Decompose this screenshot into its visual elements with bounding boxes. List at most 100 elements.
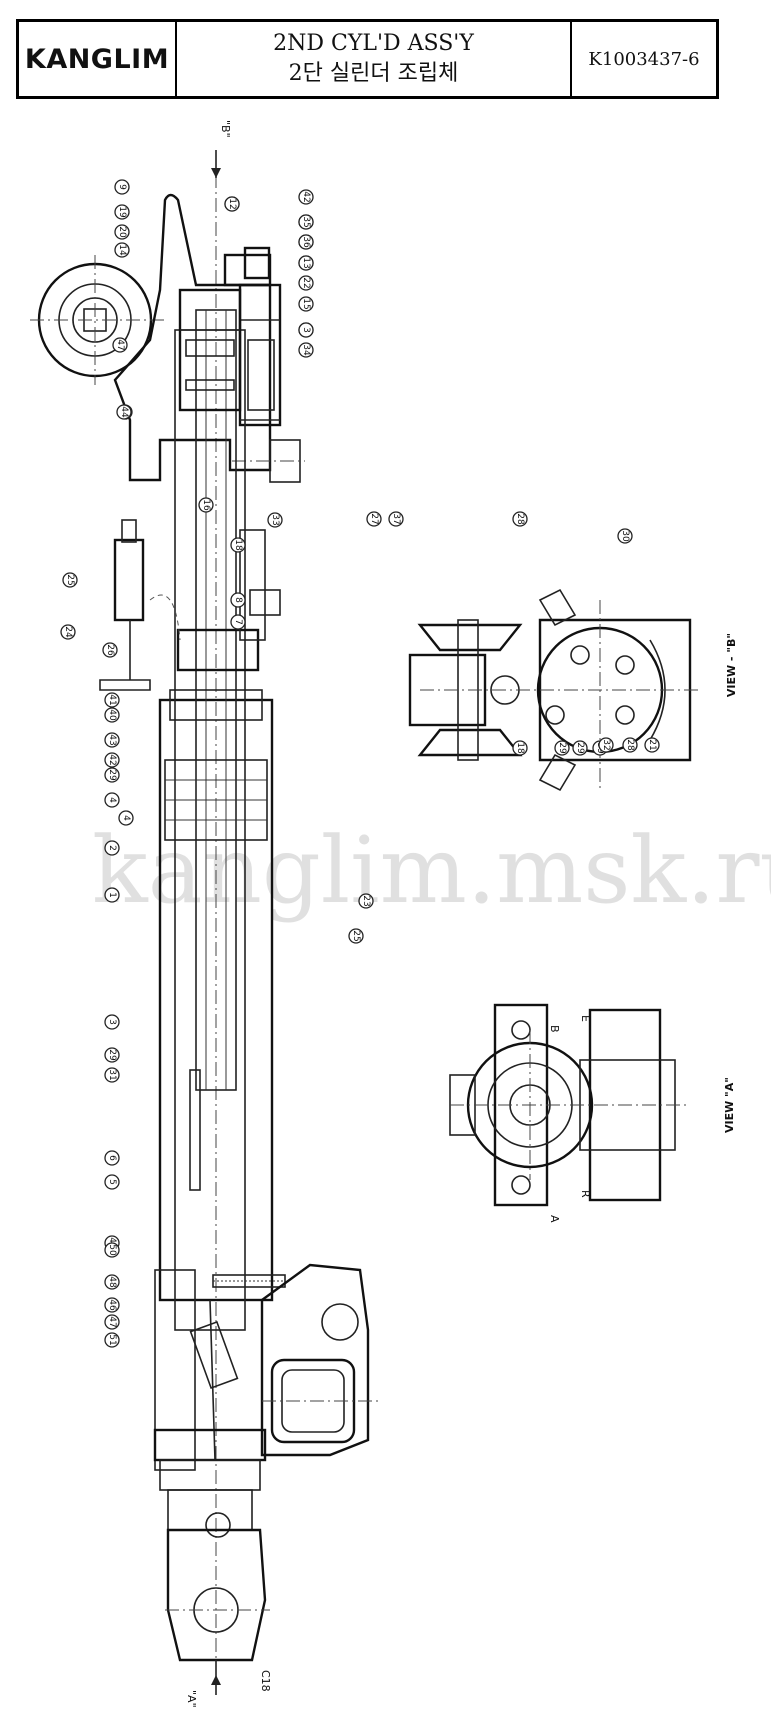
- callout-circle: [512, 740, 528, 756]
- internal-pipe: [189, 1069, 201, 1191]
- callout-main-35: 35: [298, 214, 314, 230]
- callout-number: 3: [301, 327, 311, 333]
- callout-circle: [116, 404, 132, 420]
- callout-layer: 9192014425343101112353613221539343445444…: [60, 179, 660, 1348]
- callout-circle: [298, 214, 314, 230]
- callout-main-16: 16: [198, 497, 214, 513]
- callout-main-36: 36: [298, 234, 314, 250]
- callout-circle: [298, 234, 314, 250]
- callout-circle: [104, 1274, 120, 1290]
- callout-main-5: 5: [104, 1174, 120, 1190]
- callout-main-8: 8: [230, 592, 246, 608]
- callout-view-b-29: 29: [554, 740, 570, 756]
- callout-circle: [224, 196, 240, 212]
- callout-main-22: 22: [298, 275, 314, 291]
- callout-circle: [104, 692, 120, 708]
- piston-head: [169, 689, 263, 721]
- callout-view-b-30: 30: [617, 528, 633, 544]
- callout-number: 33: [270, 514, 280, 525]
- bottom-gland: [153, 1428, 267, 1462]
- callout-main-3: 3: [298, 322, 314, 338]
- callout-circle: [60, 624, 76, 640]
- callout-number: 42: [107, 754, 117, 765]
- title-korean: 2단 실린더 조립체: [288, 61, 459, 86]
- callout-number: 44: [119, 406, 129, 418]
- callout-view-b-32: 32: [598, 737, 614, 753]
- callout-number: 20: [117, 226, 127, 238]
- fitting-body: [113, 538, 145, 622]
- callout-circle: [114, 204, 130, 220]
- outer-tube: [158, 698, 274, 1302]
- view-b-arrowhead: [211, 168, 221, 178]
- callout-circle: [104, 732, 120, 748]
- callout-number: 29: [557, 742, 567, 754]
- callout-circle: [366, 511, 382, 527]
- callout-number: 3: [107, 1019, 117, 1025]
- callout-main-4: 4: [104, 792, 120, 808]
- callout-number: 34: [301, 344, 311, 356]
- title-english: 2ND CYL'D ASS'Y: [273, 31, 474, 56]
- fitting-nut: [121, 519, 137, 543]
- view-b-bolt-4: [545, 705, 565, 725]
- callout-number: 5: [107, 1179, 117, 1185]
- callout-number: 28: [625, 739, 635, 751]
- callout-circle: [230, 614, 246, 630]
- callout-number: 18: [515, 742, 525, 754]
- callout-circle: [198, 497, 214, 513]
- callout-view-b-18: 18: [512, 740, 528, 756]
- callout-circle: [104, 1150, 120, 1166]
- callout-view-b-37: 37: [388, 511, 404, 527]
- callout-main-3: 3: [104, 1014, 120, 1030]
- lower-rod-section: [154, 1269, 196, 1471]
- callout-number: 2: [107, 845, 117, 851]
- callout-main-40: 40: [104, 707, 120, 723]
- callout-main-47: 47: [104, 1314, 120, 1330]
- callout-circle: [298, 342, 314, 358]
- callout-circle: [104, 1014, 120, 1030]
- view-b-lower-pulley: [417, 728, 523, 757]
- callout-main-19: 19: [114, 204, 130, 220]
- callout-circle: [104, 887, 120, 903]
- callout-main-41: 41: [104, 692, 120, 708]
- callout-main-33: 33: [267, 512, 283, 528]
- view-b: VIEW - "B": [408, 588, 738, 792]
- callout-number: 4: [121, 815, 131, 821]
- port-a-label: A: [548, 1215, 561, 1223]
- callout-main-29: 29: [104, 767, 120, 783]
- callout-circle: [104, 1047, 120, 1063]
- valve-plug: [243, 246, 271, 280]
- view-b-bolt-1: [570, 645, 590, 665]
- callout-circle: [114, 242, 130, 258]
- callout-number: 25: [65, 574, 75, 585]
- callout-view-b-28: 28: [512, 511, 528, 527]
- callout-circle: [104, 1242, 120, 1258]
- callout-circle: [104, 707, 120, 723]
- view-b-arrow-label: "B": [219, 120, 232, 138]
- fitting-base: [99, 679, 151, 691]
- callout-number: 28: [515, 513, 525, 525]
- callout-circle: [102, 642, 118, 658]
- callout-number: 47: [115, 339, 125, 350]
- callout-main-24: 24: [60, 624, 76, 640]
- view-a-hole-bottom: [511, 1175, 531, 1195]
- callout-main-4: 4: [118, 810, 134, 826]
- callout-circle: [298, 296, 314, 312]
- callout-number: 40: [107, 709, 117, 721]
- callout-main-42: 42: [104, 752, 120, 768]
- callout-number: 26: [105, 644, 115, 656]
- callout-number: 7: [233, 619, 243, 625]
- port-b-label: B: [548, 1025, 561, 1033]
- view-a: B A E R VIEW "A": [449, 1003, 736, 1223]
- callout-main-15: 15: [298, 296, 314, 312]
- grease-fitting: [205, 1512, 231, 1538]
- callout-number: 31: [107, 1069, 117, 1080]
- callout-circle: [267, 512, 283, 528]
- callout-circle: [598, 737, 614, 753]
- side-port-tube: [239, 529, 266, 641]
- callout-number: 14: [117, 244, 127, 256]
- callout-number: 35: [301, 216, 311, 227]
- callout-number: 25: [351, 930, 361, 941]
- mounting-lug: [260, 1263, 370, 1457]
- mark-r-label: R: [579, 1190, 592, 1198]
- valve-spool: [247, 339, 275, 411]
